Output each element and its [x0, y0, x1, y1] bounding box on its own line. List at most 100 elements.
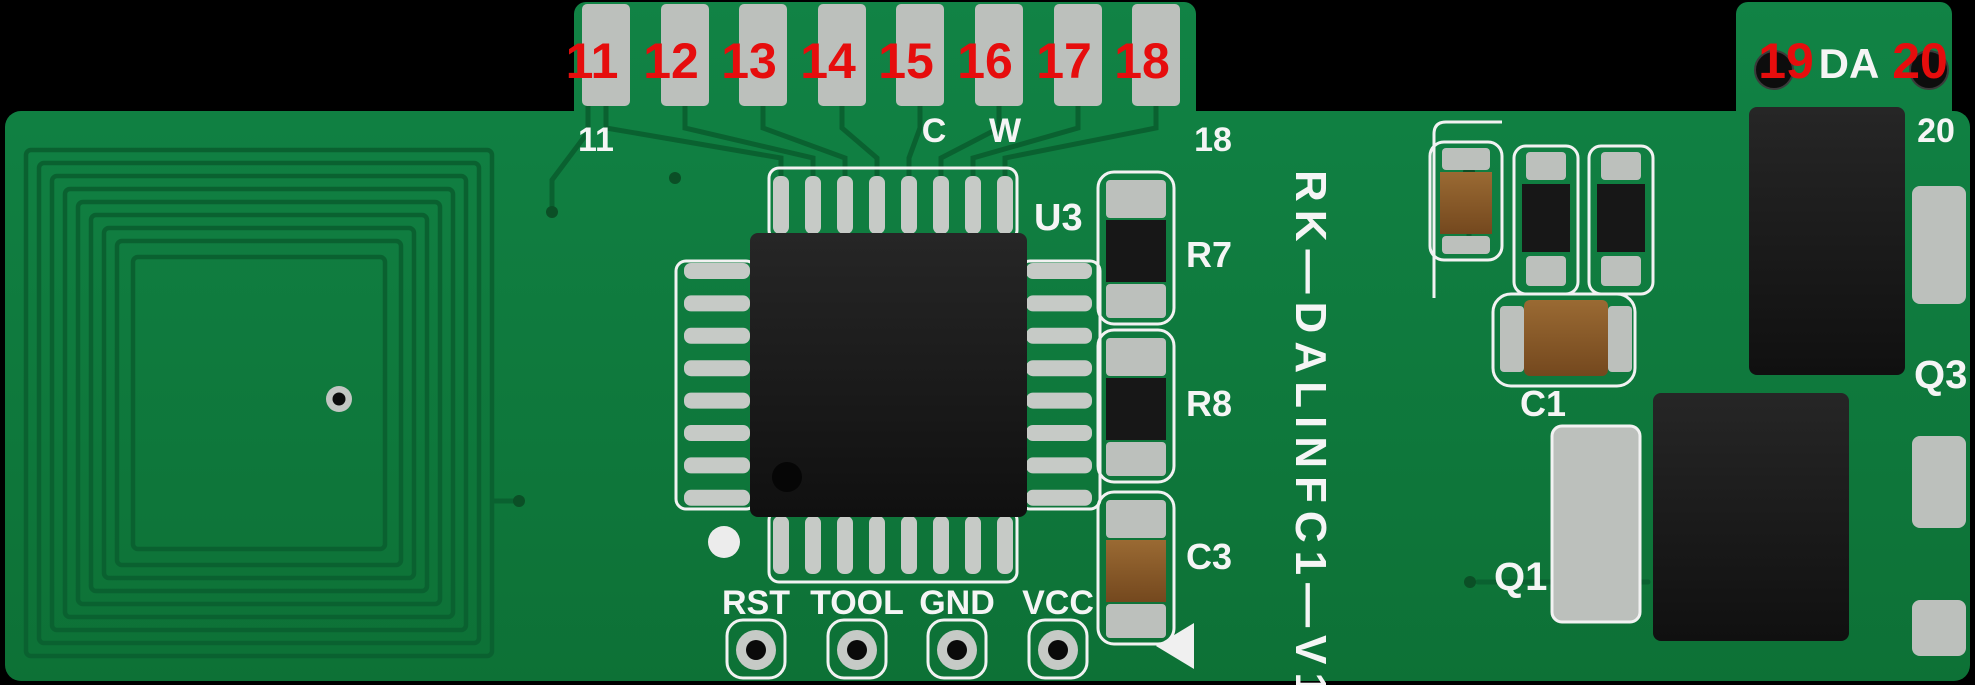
solder-pad	[1608, 306, 1632, 372]
silk-w-label: W	[989, 112, 1022, 150]
antenna-coil-ring	[62, 186, 456, 620]
copper-trace	[682, 97, 816, 189]
copper-trace	[760, 97, 848, 189]
capacitor-body	[1440, 172, 1492, 234]
chip-leads	[684, 176, 1092, 574]
footprint-outline	[1428, 140, 1504, 262]
antenna-coil-ring	[75, 199, 443, 607]
copper-trace	[970, 97, 1081, 189]
solder-pad	[1106, 604, 1166, 638]
annotation-pin-13: 13	[721, 33, 777, 89]
edge-pad-18	[1132, 4, 1180, 106]
copper-trace	[549, 103, 591, 209]
chip-lead	[933, 516, 949, 574]
capacitor-body	[1524, 300, 1608, 376]
chip-lead	[901, 516, 917, 574]
chip-body	[750, 233, 1027, 517]
footprint-outline	[1096, 170, 1176, 326]
solder-pad	[1106, 180, 1166, 218]
rst-through-hole	[746, 640, 766, 660]
silk-c-label: C	[922, 112, 947, 150]
vcc-label: VCC	[1022, 584, 1094, 622]
transistor-q1	[1653, 393, 1849, 641]
resistor-body	[1106, 220, 1166, 282]
solder-pad	[1912, 600, 1966, 656]
chip-lead	[805, 176, 821, 234]
chip-lead	[997, 176, 1013, 234]
solder-pad	[1106, 442, 1166, 476]
edge-pad-16	[975, 4, 1023, 106]
via-dot	[669, 172, 681, 184]
chip-lead	[805, 516, 821, 574]
chip-lead	[901, 176, 917, 234]
annotation-pin-18: 18	[1114, 33, 1170, 89]
power-pad	[1552, 426, 1640, 622]
chip-lead	[1026, 295, 1092, 312]
antenna-coil-ring	[49, 173, 469, 633]
antenna-center-hole	[326, 386, 352, 412]
tool-pad-outline	[826, 618, 888, 680]
edge-pad-13	[739, 4, 787, 106]
tool-label: TOOL	[810, 584, 904, 622]
edge-pads	[582, 4, 1180, 106]
resistor-body	[1106, 378, 1166, 440]
u3-label: U3	[1034, 197, 1083, 239]
mount-hole	[1909, 50, 1949, 90]
q1-label: Q1	[1494, 555, 1547, 599]
via-dot	[546, 206, 558, 218]
chip-lead	[997, 516, 1013, 574]
copper-trace	[1002, 97, 1159, 189]
annotation-pin-20: 20	[1892, 33, 1948, 89]
annotation-pin-14: 14	[800, 33, 856, 89]
via-dot	[1464, 576, 1476, 588]
annotation-pin-19: 19	[1758, 33, 1814, 89]
solder-pad	[1601, 152, 1641, 180]
transistor-q3	[1749, 107, 1905, 375]
solder-pad	[1442, 236, 1490, 254]
vcc-pad-outline	[1027, 618, 1089, 680]
board-top-tab	[574, 2, 1196, 132]
tool-through-hole	[847, 640, 867, 660]
chip-lead	[965, 176, 981, 234]
chip-lead	[965, 516, 981, 574]
chip-lead	[1026, 425, 1092, 441]
capacitor-c1	[1491, 292, 1637, 388]
solder-pad	[1442, 148, 1490, 170]
antenna-coil-ring	[88, 212, 430, 594]
footprint-outline	[1096, 328, 1176, 484]
rst-label: RST	[722, 584, 790, 622]
via-dot	[513, 495, 525, 507]
chip-lead	[837, 516, 853, 574]
silk-pin18-label: 18	[1194, 121, 1232, 159]
annotation-pin-17: 17	[1036, 33, 1092, 89]
board-right-tab	[1736, 2, 1952, 132]
silk-pin20-label: 20	[1917, 112, 1955, 150]
silk-pin11-label: 11	[578, 121, 614, 159]
antenna-coil-ring	[101, 225, 417, 581]
chip-lead	[684, 327, 750, 344]
solder-pad	[1500, 306, 1524, 372]
rst-pad-outline	[725, 618, 787, 680]
c3-label: C3	[1186, 536, 1232, 577]
antenna-coil-ring	[130, 254, 388, 552]
nfc-antenna	[23, 147, 495, 659]
gnd-pad-outline	[926, 618, 988, 680]
copper-trace	[603, 97, 784, 189]
solder-pad	[1601, 256, 1641, 286]
footprint-outline	[1096, 490, 1176, 646]
antenna-coil-ring	[23, 147, 495, 659]
chip-lead	[684, 360, 750, 377]
copper-trace	[938, 97, 1002, 189]
c1-label: C1	[1520, 383, 1566, 424]
annotation-pin-16: 16	[957, 33, 1013, 89]
capacitor-body	[1106, 540, 1166, 602]
chip-lead	[684, 457, 750, 474]
chip-lead	[684, 489, 750, 506]
chip-lead	[684, 425, 750, 441]
board-name-label: RK—DALINFC1—V1	[1286, 170, 1335, 685]
solder-pad	[1912, 186, 1966, 304]
chip-lead	[684, 263, 750, 279]
